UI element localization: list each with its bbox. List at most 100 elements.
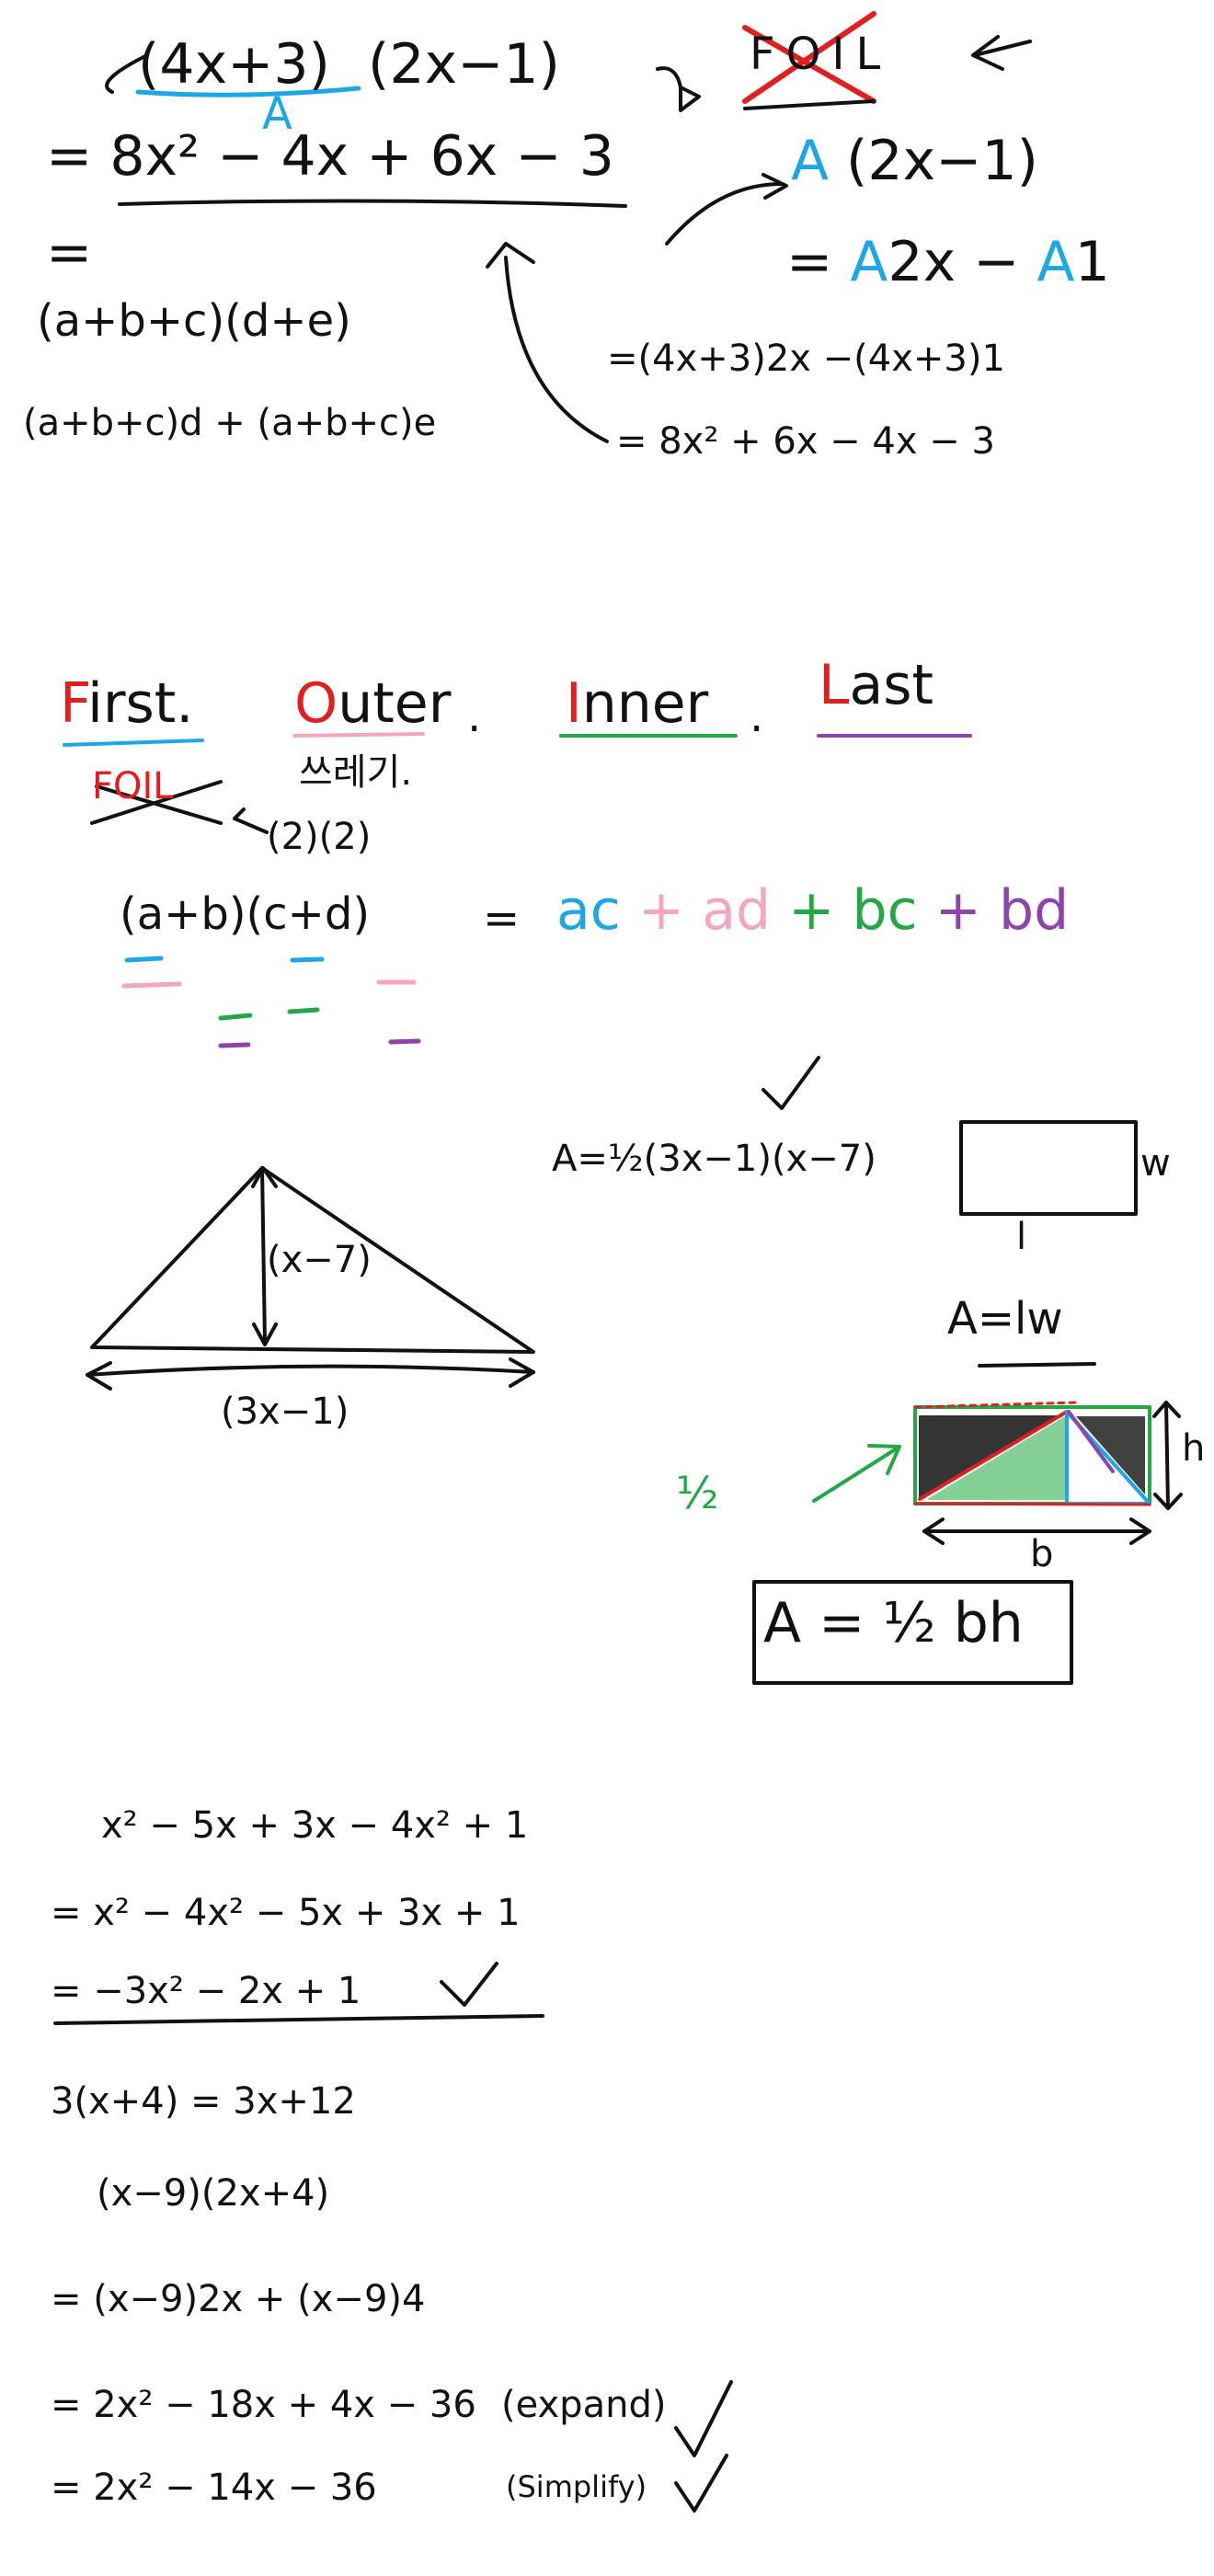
foil-small-cross-2: [90, 780, 223, 825]
plus-1: +: [637, 878, 685, 943]
foil-first-rest: irst.: [87, 671, 194, 736]
separator-line-2: [53, 2014, 544, 2025]
rect-area-formula: A=lw: [947, 1293, 1063, 1345]
arrow-to-a-head: [762, 173, 788, 200]
triangle-area-boxed: A = ½ bh: [763, 1591, 1024, 1655]
arrow-left-foil-head: [971, 35, 1004, 71]
foil-dot-2: .: [750, 691, 764, 742]
expr-2x-1: (2x−1): [368, 32, 560, 97]
plus-3: +: [934, 878, 981, 943]
mark-c-blue: [290, 956, 325, 963]
h-arrow-top: [1152, 1401, 1181, 1418]
foil-dot-1: .: [467, 691, 482, 742]
mark-a-blue: [124, 956, 164, 963]
right-line2-a1: A: [850, 230, 888, 294]
mark-c-green: [287, 1007, 320, 1014]
checkmark-1: [762, 1056, 820, 1110]
arrow-left-foil: [973, 40, 1032, 57]
triangle-red-diag: [918, 1410, 1069, 1501]
rect-top-dotted: [913, 1401, 1078, 1409]
triangle-base-head-left: [86, 1361, 112, 1391]
algebra-line-1: x² − 5x + 3x − 4x² + 1: [101, 1804, 529, 1847]
triangle-height-label: (x−7): [267, 1239, 372, 1281]
mark-b-purple: [218, 1042, 251, 1048]
triangle-height-head-top: [251, 1166, 278, 1188]
foil-outer: Outer: [294, 676, 451, 731]
term-bd: bd: [999, 878, 1070, 943]
term-bc: bc: [852, 878, 918, 943]
right-line2-2x: 2x −: [888, 230, 1037, 294]
checkmark-2: [440, 1962, 498, 2007]
rectangle-lw: [959, 1120, 1138, 1216]
label-a-blue: A: [262, 88, 292, 140]
foil-crossed-top: FOIL: [750, 29, 892, 80]
mark-a-pink: [121, 981, 182, 989]
algebra-line-3: = −3x² − 2x + 1: [51, 1970, 361, 2012]
foil-last-letter: L: [819, 653, 850, 717]
foil-small-cross: [95, 784, 223, 825]
algebra-line-6: = (x−9)2x + (x−9)4: [51, 2278, 426, 2320]
underline-first: [63, 738, 204, 747]
mark-d-purple: [388, 1038, 421, 1045]
term-ac: ac: [556, 878, 621, 943]
algebra-line-5: (x−9)(2x+4): [97, 2172, 330, 2215]
korean-note: 쓰레기.: [299, 751, 413, 794]
algebra-line-7: = 2x² − 18x + 4x − 36: [51, 2384, 476, 2426]
expansion-line: = 8x² − 4x + 6x − 3: [46, 124, 614, 189]
expr-4x3: (4x+3): [138, 32, 330, 97]
foil-equals: =: [483, 893, 521, 945]
rect-l-label: l: [1016, 1216, 1027, 1258]
term-ad: ad: [702, 878, 772, 943]
big-triangle: [90, 1166, 535, 1354]
box-triangle-area: [752, 1580, 1073, 1685]
foil-inner-rest: nner: [581, 671, 709, 736]
green-arrow: [812, 1447, 899, 1503]
foil-underline: [743, 99, 876, 110]
b-arrow-right: [1129, 1517, 1151, 1545]
underline-outer: [292, 732, 425, 738]
h-label: h: [1182, 1427, 1206, 1470]
foil-cross-1: [742, 25, 876, 104]
distribute-expr: (a+b+c)(d+e): [37, 295, 351, 347]
distribute-result: (a+b+c)d + (a+b+c)e: [23, 402, 437, 444]
algebra-line-8: = 2x² − 14x − 36: [51, 2467, 377, 2509]
algebra-line-4: 3(x+4) = 3x+12: [51, 2080, 356, 2123]
h-arrow-bot: [1153, 1493, 1183, 1510]
equals-line: =: [46, 221, 93, 285]
arrow-swirl: [105, 53, 149, 94]
foil-expansion: ac + ad + bc + bd: [556, 883, 1069, 938]
simplify-note: (Simplify): [506, 2469, 647, 2504]
h-arrow: [1164, 1401, 1170, 1510]
foil-expr-left: (a+b)(c+d): [120, 888, 371, 940]
triangle-area-formula: A=½(3x−1)(x−7): [552, 1138, 876, 1180]
foil-cross-2: [742, 11, 876, 104]
foil-outer-letter: O: [294, 671, 338, 736]
half-label: ½: [676, 1468, 719, 1519]
triangle-base-head-right: [509, 1357, 535, 1388]
b-arrow-left: [922, 1517, 945, 1545]
right-line2: = A2x − A1: [786, 235, 1110, 290]
foil-small-crossed: FOIL: [92, 765, 174, 807]
foil-count: (2)(2): [267, 816, 372, 858]
underline-4x3: [135, 86, 361, 97]
foil-inner: Inner: [566, 676, 708, 731]
checkmark-3: [674, 2380, 733, 2457]
foil-inner-letter: I: [566, 671, 582, 736]
foil-small-arrow: [233, 807, 269, 834]
foil-last: Last: [819, 658, 933, 713]
foil-outer-rest: uter: [338, 671, 452, 736]
right-line2-1: 1: [1074, 230, 1110, 294]
right-line2-eq: =: [786, 230, 851, 294]
right-line2-a2: A: [1036, 230, 1075, 294]
right-line4: = 8x² + 6x − 4x − 3: [616, 420, 995, 463]
green-arrow-head: [867, 1444, 901, 1475]
foil-first: First.: [60, 676, 193, 731]
triangle-purple: [1067, 1410, 1115, 1473]
checkmark-4: [674, 2454, 728, 2513]
curved-arrow-up: [504, 256, 609, 443]
foil-first-letter: F: [60, 671, 88, 736]
rect-w-label: w: [1140, 1142, 1171, 1185]
triangle-height: [260, 1166, 267, 1345]
